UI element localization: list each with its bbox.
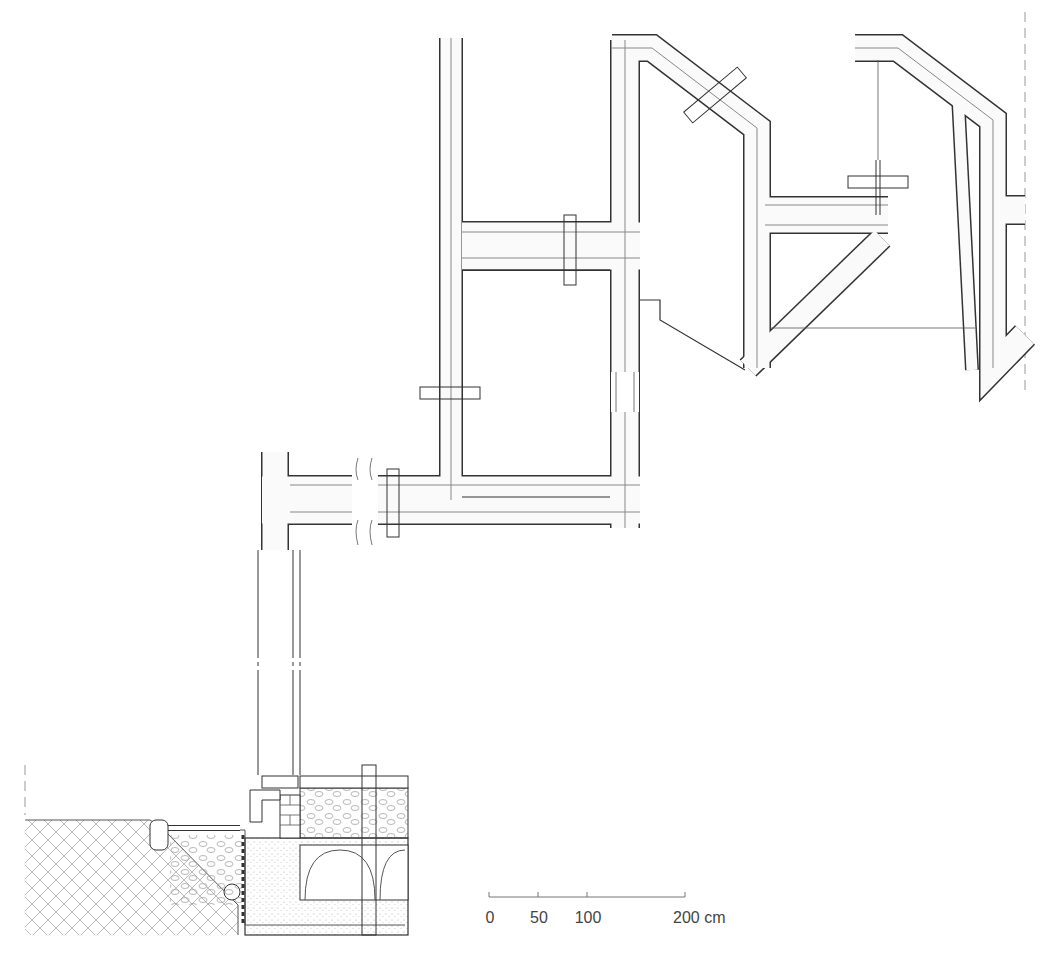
scale-label: 50 (530, 910, 548, 926)
scale-label: 200 cm (673, 910, 725, 926)
scale-label: 0 (486, 910, 495, 926)
scale-label: 100 (575, 910, 602, 926)
